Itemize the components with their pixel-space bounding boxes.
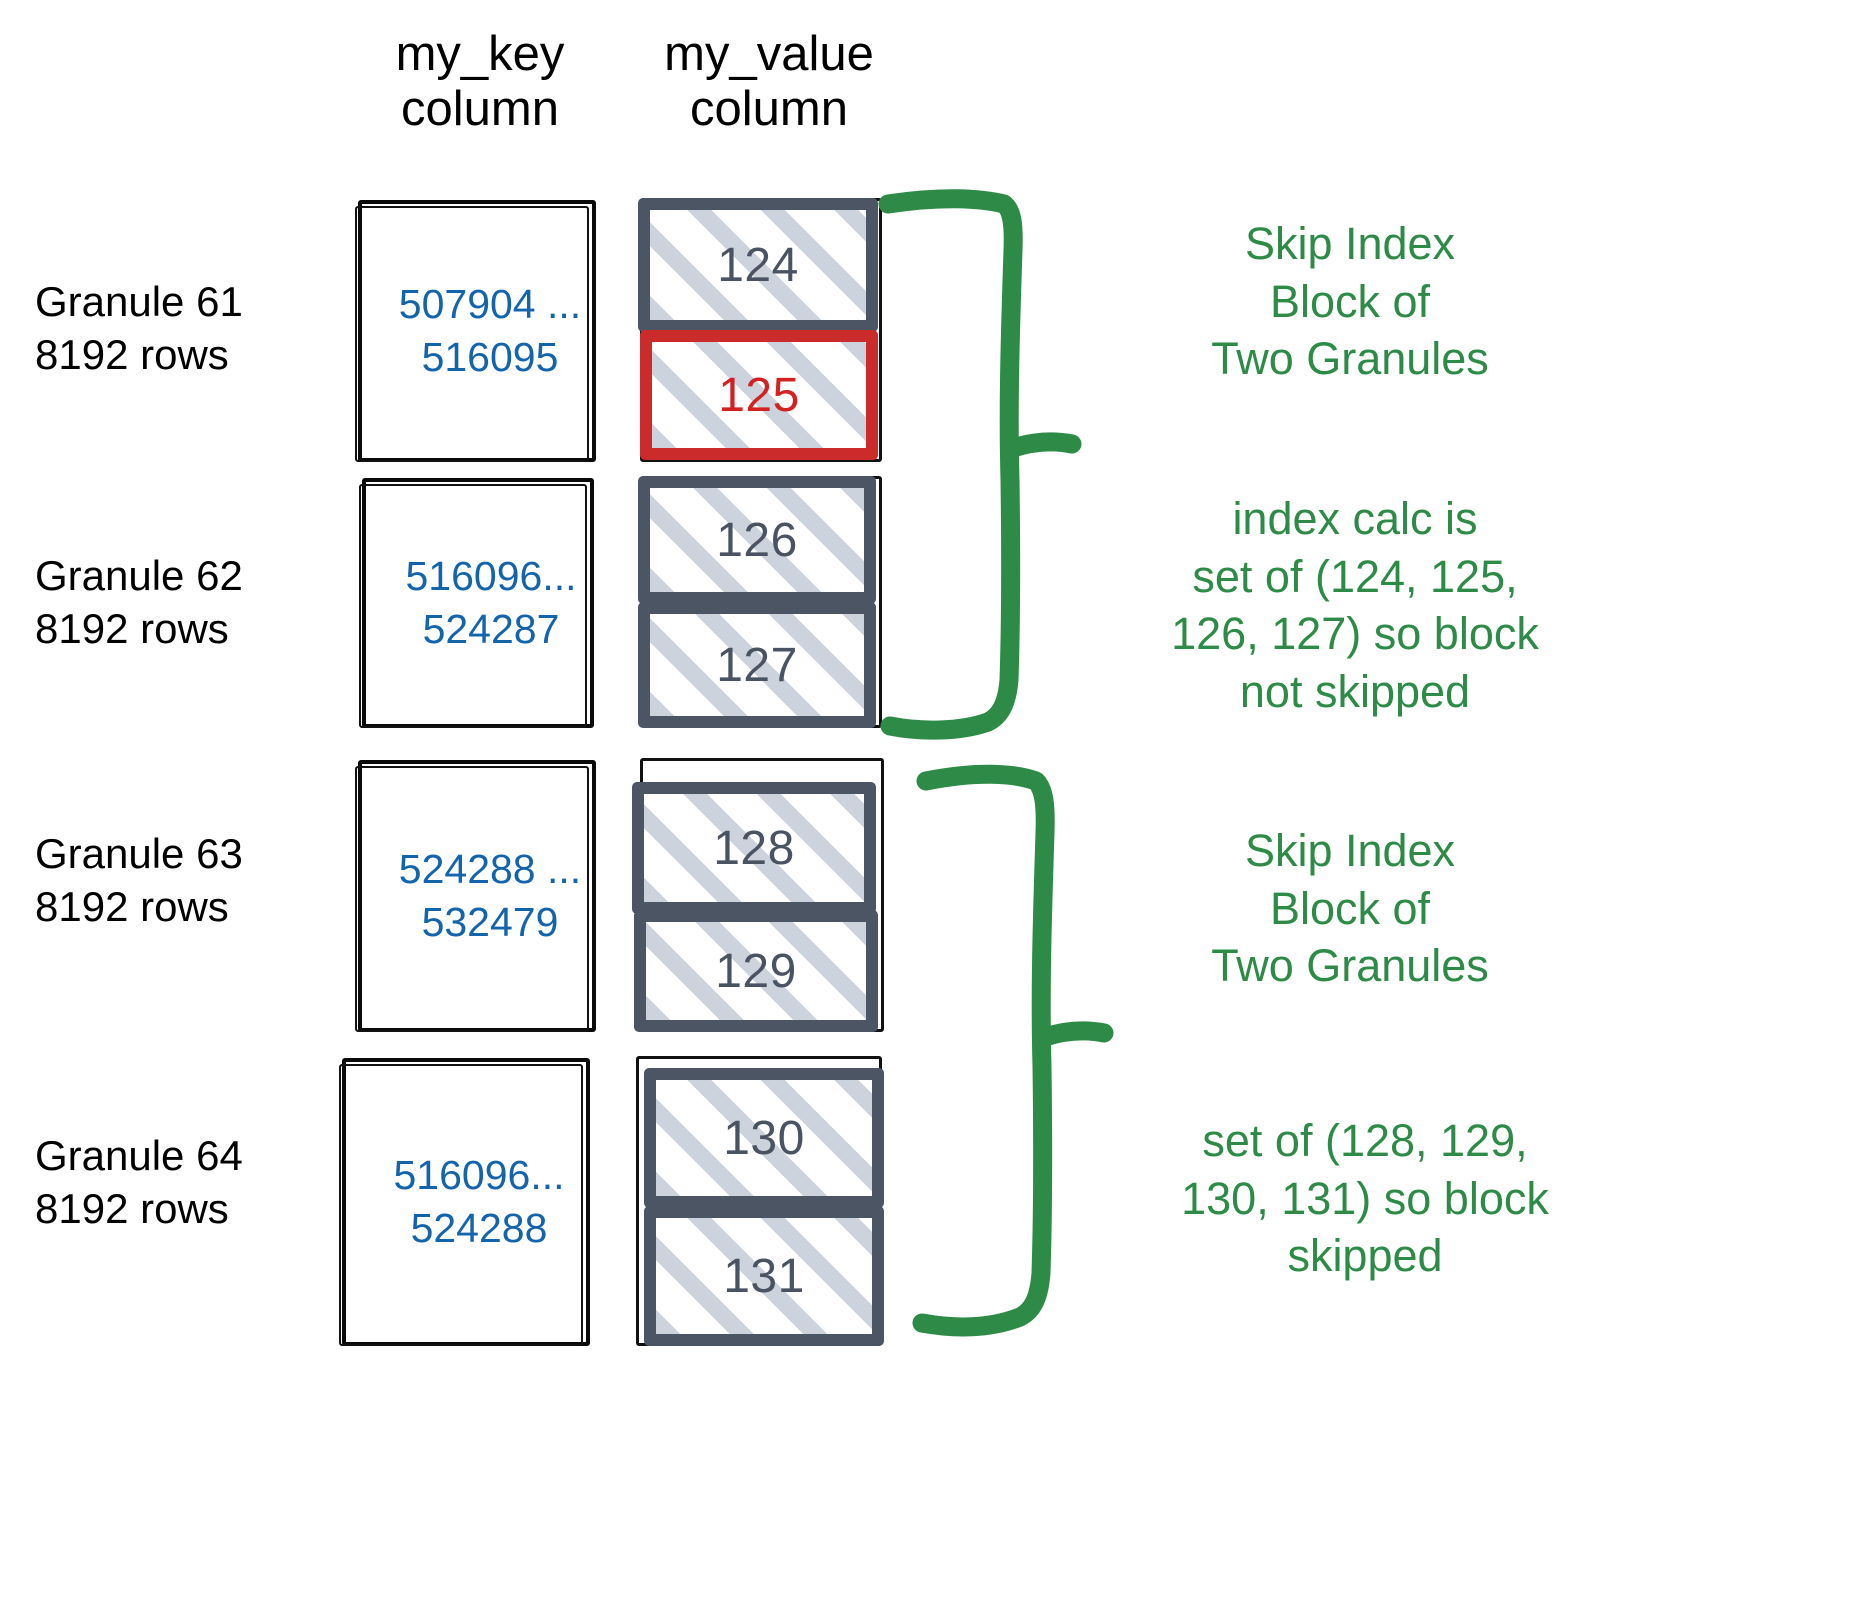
granule-label-63: Granule 63 8192 rows — [35, 830, 243, 930]
value-cell-127: 127 — [638, 602, 876, 728]
value-cell-124: 124 — [638, 198, 878, 332]
value-text-125: 125 — [718, 368, 800, 422]
value-text-130: 130 — [723, 1111, 805, 1165]
annotation-index-calc-not-skipped: index calc is set of (124, 125, 126, 127… — [1171, 493, 1539, 717]
value-text-127: 127 — [716, 638, 798, 692]
value-text-124: 124 — [717, 238, 799, 292]
value-cell-129: 129 — [634, 910, 878, 1032]
key-range-granule-61: 507904 ... 516095 — [398, 280, 582, 380]
granule-label-62: Granule 62 8192 rows — [35, 552, 243, 652]
column-header-my-value: my_value column — [664, 27, 874, 136]
annotation-set-of-block-skipped: set of (128, 129, 130, 131) so block ski… — [1181, 1115, 1549, 1282]
value-cell-128: 128 — [632, 782, 876, 914]
value-text-129: 129 — [715, 944, 797, 998]
column-header-my-key: my_key column — [395, 27, 565, 136]
value-cell-130: 130 — [644, 1068, 884, 1208]
key-box-granule-63: 524288 ... 532479 — [355, 760, 596, 1032]
value-cell-131: 131 — [644, 1206, 884, 1346]
value-cell-125-highlighted: 125 — [640, 330, 878, 460]
value-text-126: 126 — [716, 513, 798, 567]
key-box-granule-62: 516096... 524287 — [359, 478, 594, 728]
skip-index-brace-top — [878, 189, 1082, 740]
value-text-128: 128 — [713, 821, 795, 875]
key-box-granule-64: 516096... 524288 — [339, 1058, 590, 1346]
key-range-granule-62: 516096... 524287 — [405, 552, 577, 652]
value-cell-126: 126 — [638, 476, 876, 604]
annotation-skip-index-block-top: Skip Index Block of Two Granules — [1211, 218, 1489, 385]
key-box-granule-61: 507904 ... 516095 — [355, 200, 596, 462]
annotation-skip-index-block-bottom: Skip Index Block of Two Granules — [1211, 825, 1489, 992]
value-text-131: 131 — [723, 1249, 805, 1303]
granule-label-61: Granule 61 8192 rows — [35, 278, 243, 378]
key-range-granule-64: 516096... 524288 — [393, 1151, 565, 1251]
granule-label-64: Granule 64 8192 rows — [35, 1132, 243, 1232]
key-range-granule-63: 524288 ... 532479 — [398, 845, 582, 945]
